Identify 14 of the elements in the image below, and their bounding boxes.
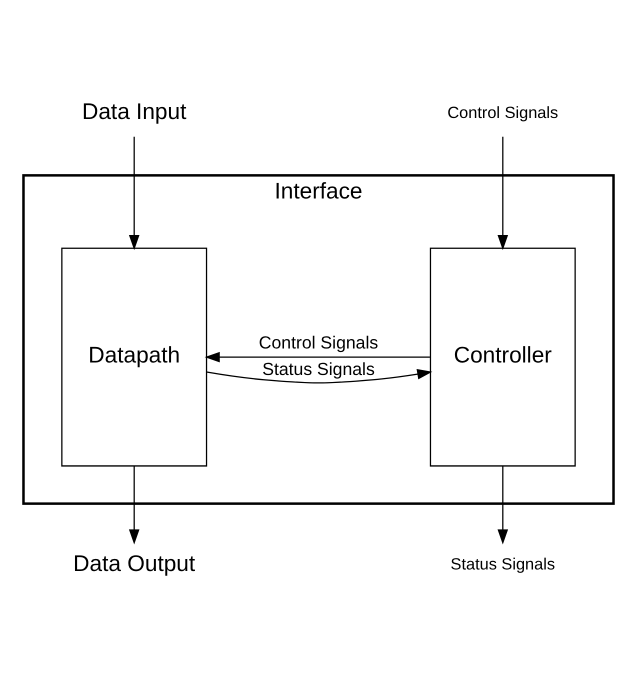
node-box: Controller [430, 248, 576, 467]
arrow [204, 352, 430, 362]
arrow [206, 368, 432, 384]
node-text: Data Output [73, 550, 196, 576]
node-box: Datapath [61, 248, 208, 467]
arrow [128, 466, 140, 544]
edge-label: Control Signals [258, 332, 378, 353]
edge-label: Status Signals [262, 358, 375, 379]
arrow [498, 466, 508, 544]
node-text: Status Signals [450, 556, 556, 574]
arrow [128, 136, 140, 250]
arrow [498, 136, 508, 250]
node-text: Data Input [82, 99, 186, 124]
node-text: Control Signals [447, 104, 558, 122]
